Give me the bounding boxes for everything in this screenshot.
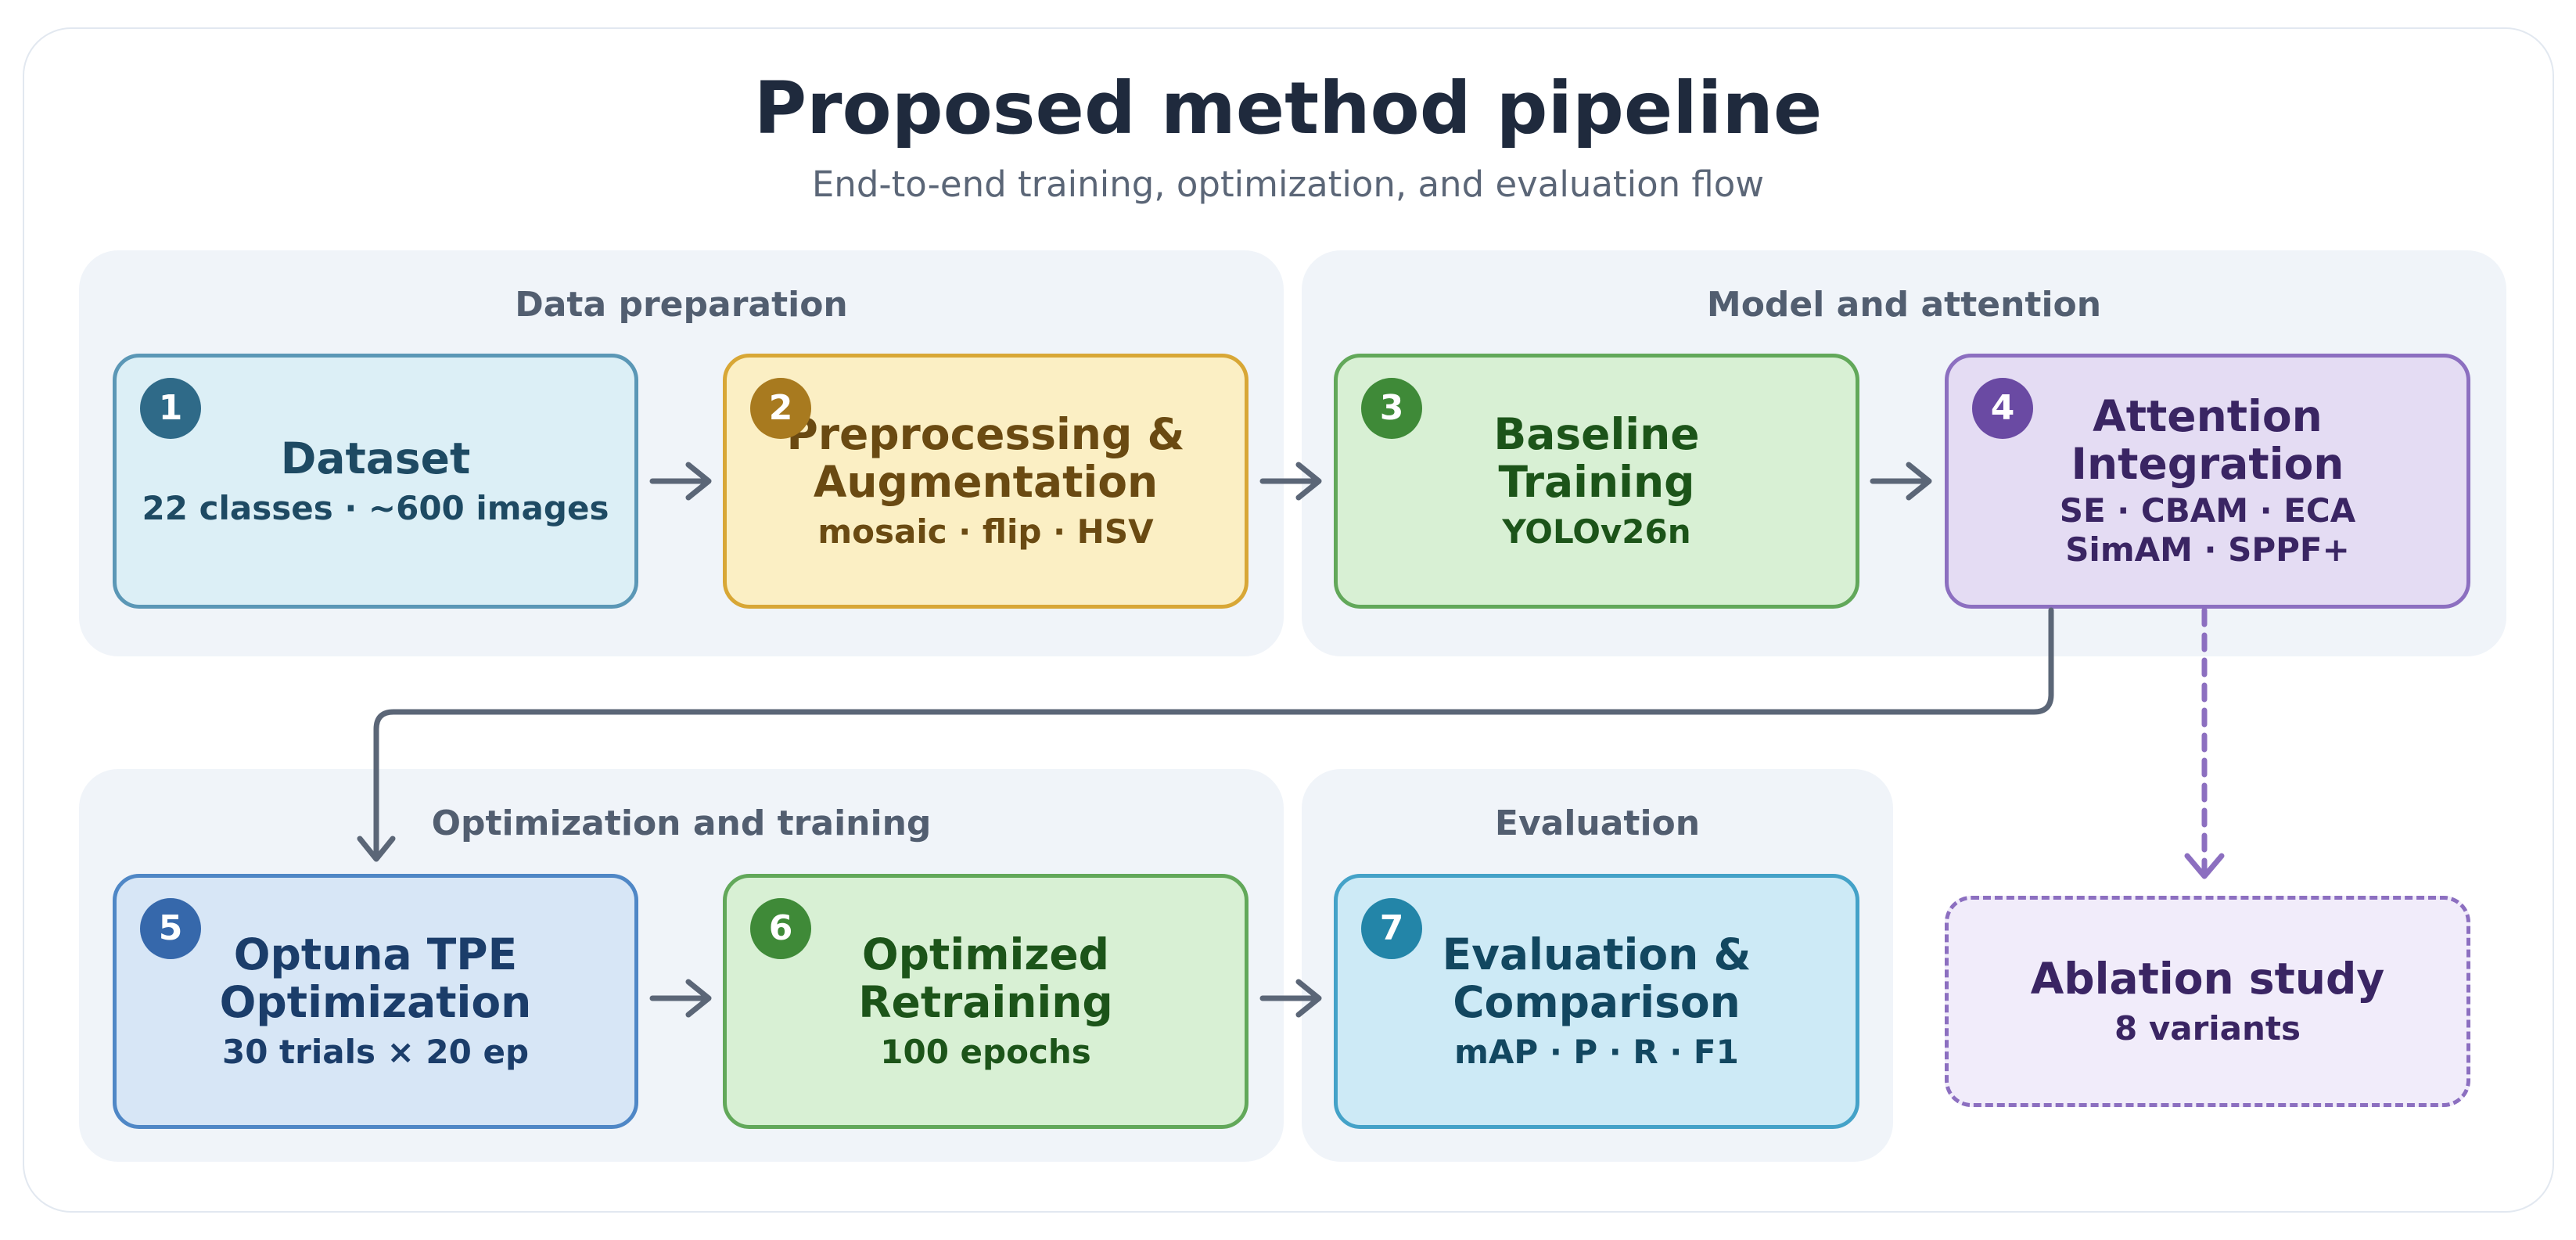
step-subtitle: mosaic · flip · HSV bbox=[817, 512, 1154, 551]
step-subtitle: 100 epochs bbox=[880, 1033, 1091, 1071]
group-label: Optimization and training bbox=[431, 803, 932, 843]
dashed-arrow-attention-to-ablation bbox=[2184, 607, 2225, 879]
diagram-subtitle: End-to-end training, optimization, and e… bbox=[811, 164, 1765, 205]
step-title: Evaluation & Comparison bbox=[1442, 929, 1751, 1027]
group-label: Model and attention bbox=[1706, 285, 2102, 325]
step-optuna-optimization: 5 Optuna TPE Optimization 30 trials × 20… bbox=[113, 874, 638, 1129]
step-subtitle: mAP · P · R · F1 bbox=[1454, 1033, 1739, 1071]
step-number-badge: 2 bbox=[750, 378, 811, 439]
step-subtitle: YOLOv26n bbox=[1502, 512, 1691, 551]
ablation-title: Ablation study bbox=[2030, 953, 2385, 1004]
step-number-badge: 3 bbox=[1361, 378, 1422, 439]
step-title: Baseline Training bbox=[1493, 409, 1700, 507]
arrow-preprocessing-to-baseline bbox=[1259, 462, 1322, 501]
ablation-subtitle: 8 variants bbox=[2114, 1008, 2301, 1048]
arrow-dataset-to-preprocessing bbox=[649, 462, 712, 501]
arrow-attention-to-optuna bbox=[357, 607, 2054, 862]
step-title: Optuna TPE Optimization bbox=[219, 929, 532, 1027]
group-label: Data preparation bbox=[515, 285, 848, 325]
step-number-badge: 1 bbox=[140, 378, 201, 439]
step-baseline-training: 3 Baseline Training YOLOv26n bbox=[1334, 354, 1859, 609]
step-number-badge: 6 bbox=[750, 898, 811, 959]
arrow-baseline-to-attention bbox=[1870, 462, 1932, 501]
step-number-badge: 7 bbox=[1361, 898, 1422, 959]
arrow-retraining-to-evaluation bbox=[1259, 979, 1322, 1018]
group-label: Evaluation bbox=[1494, 803, 1701, 843]
step-attention-integration: 4 Attention Integration SE · CBAM · ECA … bbox=[1945, 354, 2470, 609]
step-title: Dataset bbox=[280, 433, 471, 483]
step-number-badge: 4 bbox=[1972, 378, 2033, 439]
step-title: Optimized Retraining bbox=[858, 929, 1113, 1027]
step-title: Attention Integration bbox=[2071, 391, 2344, 489]
step-subtitle: 22 classes · ~600 images bbox=[142, 488, 609, 527]
step-optimized-retraining: 6 Optimized Retraining 100 epochs bbox=[723, 874, 1248, 1129]
step-number-badge: 5 bbox=[140, 898, 201, 959]
step-evaluation-comparison: 7 Evaluation & Comparison mAP · P · R · … bbox=[1334, 874, 1859, 1129]
arrow-optuna-to-retraining bbox=[649, 979, 712, 1018]
step-dataset: 1 Dataset 22 classes · ~600 images bbox=[113, 354, 638, 609]
step-subtitle: SE · CBAM · ECA SimAM · SPPF+ bbox=[2059, 491, 2356, 569]
step-subtitle: 30 trials × 20 ep bbox=[221, 1033, 530, 1071]
step-preprocessing: 2 Preprocessing & Augmentation mosaic · … bbox=[723, 354, 1248, 609]
step-title: Preprocessing & Augmentation bbox=[786, 409, 1185, 507]
diagram-title: Proposed method pipeline bbox=[753, 66, 1823, 150]
ablation-study-box: Ablation study 8 variants bbox=[1945, 896, 2470, 1107]
